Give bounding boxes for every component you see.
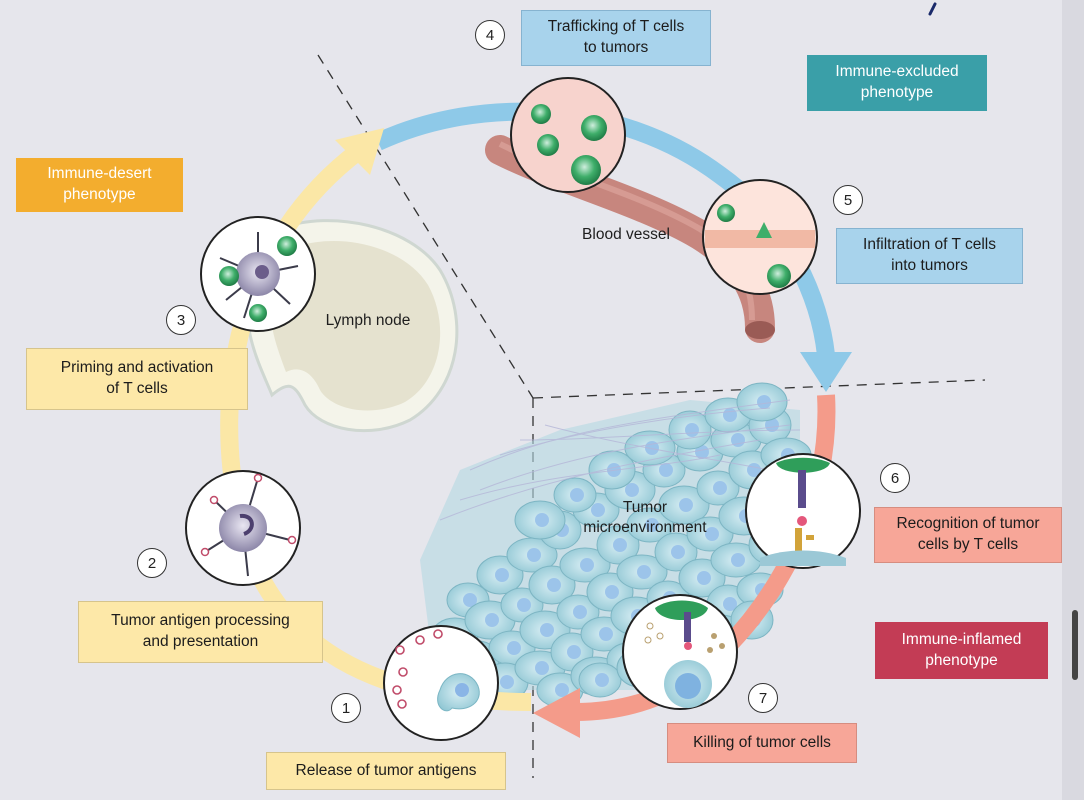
- tumor-cell-nucleus: [685, 423, 699, 437]
- step-6-number: 6: [880, 463, 910, 493]
- tumor-cell-nucleus: [507, 641, 521, 655]
- tumor-cell-nucleus: [605, 585, 619, 599]
- step-3-label: Priming and activation of T cells: [26, 348, 248, 410]
- blood-vessel-label: Blood vessel: [582, 226, 670, 243]
- corner-mark: [928, 2, 937, 16]
- step-5-label: Infiltration of T cells into tumors: [836, 228, 1023, 284]
- step-7-number: 7: [748, 683, 778, 713]
- tumor-cell-nucleus: [705, 527, 719, 541]
- step-2-label: Tumor antigen processing and presentatio…: [78, 601, 323, 663]
- step-1-number: 1: [331, 693, 361, 723]
- recognition-bubble: [745, 453, 861, 569]
- tumor-cell-nucleus: [500, 675, 514, 689]
- immune-inflamed-phenotype: Immune-inflamed phenotype: [875, 622, 1048, 679]
- step-4-label: Trafficking of T cells to tumors: [521, 10, 711, 66]
- tumor-cell-nucleus: [535, 661, 549, 675]
- tumor-cell-nucleus: [723, 597, 737, 611]
- tumor-cell-nucleus: [697, 571, 711, 585]
- priming-bubble: [200, 216, 316, 332]
- tumor-cell-nucleus: [595, 673, 609, 687]
- yellow-arrowhead: [335, 128, 384, 175]
- step-3-number: 3: [166, 305, 196, 335]
- tumor-cell-nucleus: [765, 418, 779, 432]
- blue-cycle-arc: [374, 102, 835, 357]
- tumor-cell-nucleus: [659, 463, 673, 477]
- tumor-microenvironment-label: Tumor microenvironment: [583, 499, 707, 537]
- tumor-cell-nucleus: [731, 553, 745, 567]
- salmon-arrowhead: [533, 688, 580, 738]
- infiltration-bubble: [702, 179, 818, 295]
- tumor-cell-nucleus: [535, 513, 549, 527]
- tumor-cell-nucleus: [580, 558, 594, 572]
- step-7-label: Killing of tumor cells: [667, 723, 857, 763]
- tumor-cell-nucleus: [527, 548, 541, 562]
- scrollbar-thumb[interactable]: [1072, 610, 1078, 680]
- tumor-cell-nucleus: [570, 488, 584, 502]
- tumor-cell-nucleus: [567, 645, 581, 659]
- tumor-cell-nucleus: [573, 605, 587, 619]
- immune-excluded-phenotype: Immune-excluded phenotype: [807, 55, 987, 111]
- blue-arrowhead: [800, 352, 852, 392]
- antigen-presentation-bubble: [185, 470, 301, 586]
- tumor-cell-nucleus: [695, 445, 709, 459]
- tumor-cell-nucleus: [679, 498, 693, 512]
- tumor-cell-nucleus: [495, 568, 509, 582]
- step-5-number: 5: [833, 185, 863, 215]
- immune-desert-phenotype: Immune-desert phenotype: [16, 158, 183, 212]
- tumor-cell-nucleus: [713, 481, 727, 495]
- tumor-cell-nucleus: [463, 593, 477, 607]
- right-edge-shade: [1062, 0, 1084, 800]
- tumor-cell-nucleus: [613, 538, 627, 552]
- killing-bubble: [622, 594, 738, 710]
- step-2-number: 2: [137, 548, 167, 578]
- lymph-node-label: Lymph node: [325, 312, 411, 329]
- antigen-release-bubble: [383, 625, 499, 741]
- tumor-cell-nucleus: [645, 518, 659, 532]
- tumor-cell-nucleus: [591, 503, 605, 517]
- step-4-number: 4: [475, 20, 505, 50]
- tumor-cell-nucleus: [723, 408, 737, 422]
- tumor-cell-nucleus: [671, 545, 685, 559]
- tumor-cell-nucleus: [547, 578, 561, 592]
- tumor-cell-nucleus: [517, 598, 531, 612]
- tumor-cell-nucleus: [540, 623, 554, 637]
- trafficking-bubble: [510, 77, 626, 193]
- tumor-cell-nucleus: [625, 483, 639, 497]
- step-1-label: Release of tumor antigens: [266, 752, 506, 790]
- tumor-cell-nucleus: [555, 683, 569, 697]
- tumor-cell-nucleus: [757, 395, 771, 409]
- stroma-fibers: [439, 399, 801, 521]
- tumor-cell-nucleus: [599, 627, 613, 641]
- tumor-cell-nucleus: [637, 565, 651, 579]
- step-6-label: Recognition of tumor cells by T cells: [874, 507, 1062, 563]
- tumor-cell-nucleus: [485, 613, 499, 627]
